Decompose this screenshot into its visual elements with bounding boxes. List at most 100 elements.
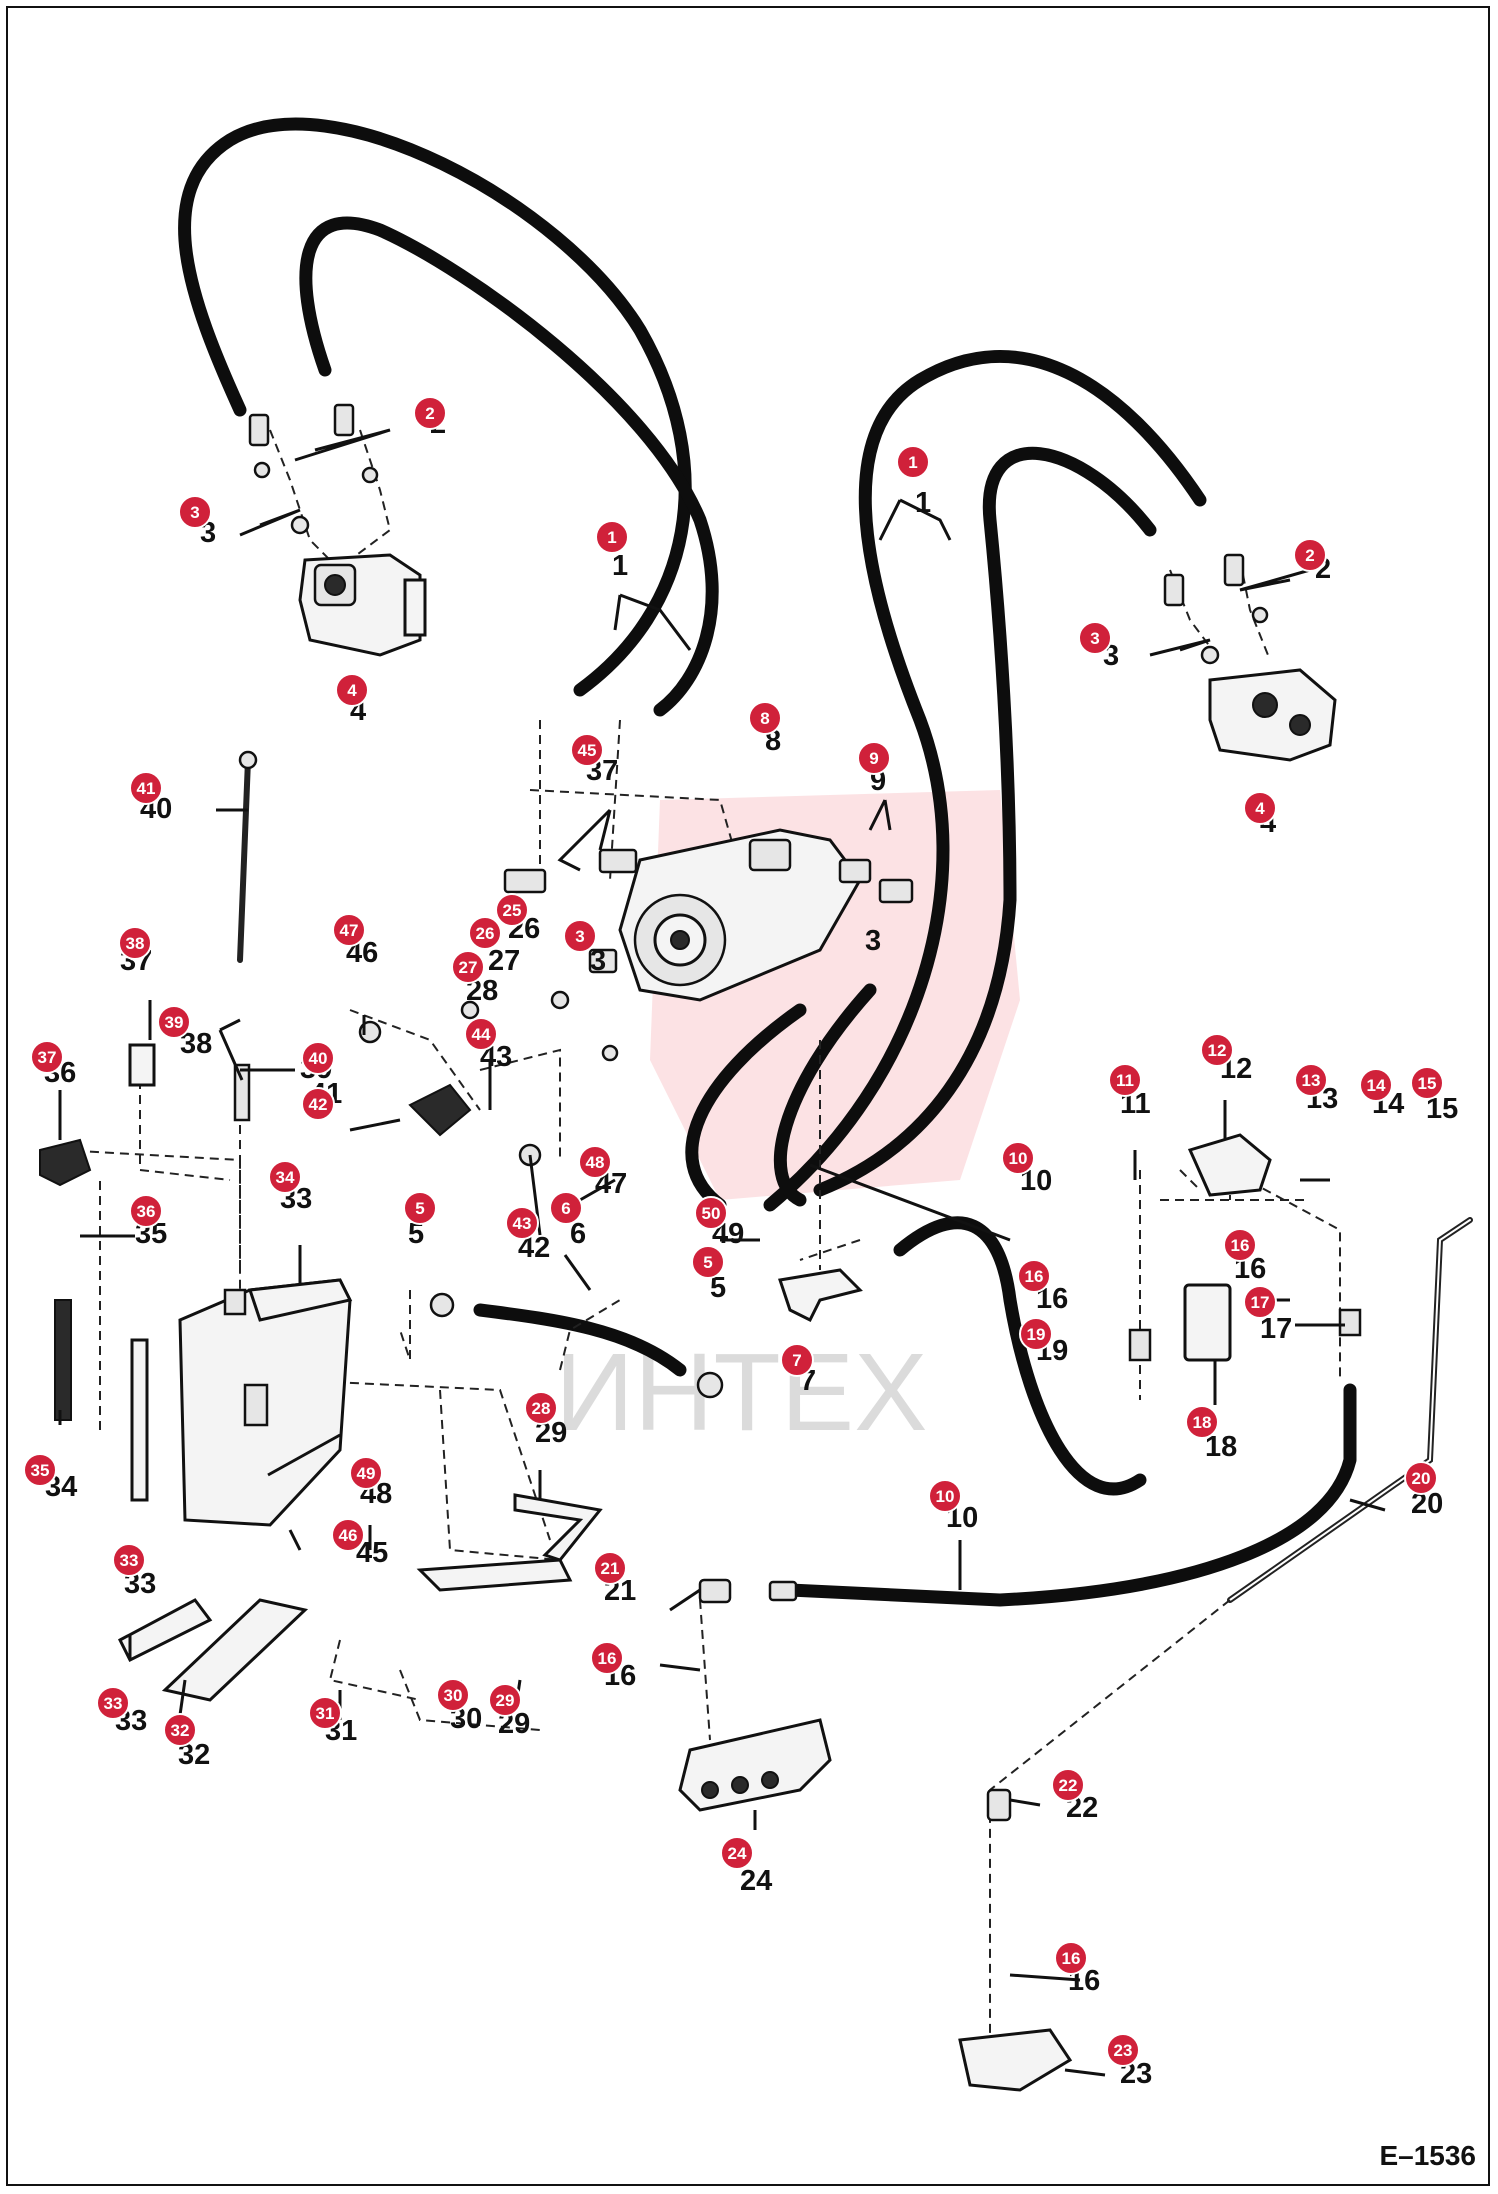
callout-dot xyxy=(495,893,529,927)
callout-34: 34 xyxy=(268,1160,302,1194)
callout-number: 50 xyxy=(702,1204,721,1223)
callout-10a: 10 xyxy=(1001,1141,1035,1175)
callout-dot xyxy=(1106,2033,1140,2067)
callout-dot xyxy=(1019,1317,1053,1351)
callout-16a: 16 xyxy=(1017,1259,1051,1293)
callout-markers: 1 1 2 2 3 3 3 4 4 5 5 6 7 8 9 10 10 11 1… xyxy=(23,396,1444,2067)
callout-14: 14 xyxy=(1359,1068,1393,1102)
label-6: 6 xyxy=(570,1218,586,1250)
callout-3c: 3 xyxy=(563,919,597,953)
callout-17: 17 xyxy=(1243,1285,1277,1319)
callout-15: 15 xyxy=(1410,1066,1444,1100)
callout-42: 42 xyxy=(301,1087,335,1121)
callout-dot xyxy=(896,445,930,479)
callout-6: 6 xyxy=(549,1191,583,1225)
callout-number: 40 xyxy=(309,1049,328,1068)
diagram-frame xyxy=(6,6,1490,2186)
callout-dot xyxy=(464,1017,498,1051)
callout-33a: 33 xyxy=(112,1543,146,1577)
callout-dot xyxy=(1294,1063,1328,1097)
callout-number: 4 xyxy=(1255,799,1265,818)
callout-number: 4 xyxy=(347,681,357,700)
callout-number: 9 xyxy=(869,749,878,768)
callout-number: 24 xyxy=(728,1844,747,1863)
callout-number: 16 xyxy=(1062,1949,1081,1968)
callout-number: 21 xyxy=(601,1559,620,1578)
callout-dot xyxy=(301,1041,335,1075)
callout-dot xyxy=(331,1518,365,1552)
callout-dot xyxy=(163,1713,197,1747)
callout-38: 38 xyxy=(118,926,152,960)
part-filter-head-12 xyxy=(1128,1133,1362,1362)
callout-dot xyxy=(1410,1066,1444,1100)
callout-number: 3 xyxy=(575,927,584,946)
part-motor-right xyxy=(1208,668,1337,762)
label-5-tank: 5 xyxy=(408,1218,424,1250)
callout-35: 35 xyxy=(23,1453,57,1487)
watermark-text: ИНТЕХ xyxy=(555,1331,927,1454)
callout-number: 12 xyxy=(1208,1041,1227,1060)
callout-26: 26 xyxy=(468,916,502,950)
callout-number: 23 xyxy=(1114,2041,1133,2060)
callout-number: 20 xyxy=(1412,1469,1431,1488)
part-strap-33 xyxy=(118,1338,213,1663)
label-1-left: 1 xyxy=(612,550,628,582)
callout-dot xyxy=(268,1160,302,1194)
callout-4a: 4 xyxy=(335,673,369,707)
part-dipstick-41 xyxy=(233,750,258,1122)
callout-dot xyxy=(1017,1259,1051,1293)
part-elbow-21 xyxy=(698,1578,798,1604)
callout-number: 42 xyxy=(309,1095,328,1114)
callout-44: 44 xyxy=(464,1017,498,1051)
callout-number: 48 xyxy=(586,1153,605,1172)
part-bracket-28 xyxy=(416,1493,603,1592)
callout-number: 45 xyxy=(578,741,597,760)
callout-32: 32 xyxy=(163,1713,197,1747)
callout-dot xyxy=(928,1479,962,1513)
callout-number: 16 xyxy=(1025,1267,1044,1286)
callout-number: 36 xyxy=(137,1202,156,1221)
callout-dot xyxy=(694,1196,728,1230)
callout-dot xyxy=(403,1191,437,1225)
callout-number: 8 xyxy=(760,709,769,728)
callout-3b: 3 xyxy=(1078,621,1112,655)
callout-16d: 16 xyxy=(1054,1941,1088,1975)
callout-number: 33 xyxy=(120,1551,139,1570)
callout-number: 35 xyxy=(31,1461,50,1480)
callout-number: 19 xyxy=(1027,1325,1046,1344)
callout-5a: 5 xyxy=(403,1191,437,1225)
part-fitting-tee-7 xyxy=(429,1268,863,1399)
callout-dot xyxy=(1108,1063,1142,1097)
callout-48: 48 xyxy=(578,1145,612,1179)
leader-lines xyxy=(58,428,1386,2077)
hoses xyxy=(178,117,1357,1607)
callout-number: 28 xyxy=(532,1399,551,1418)
callout-dot xyxy=(593,1551,627,1585)
callout-23: 23 xyxy=(1106,2033,1140,2067)
callout-number: 30 xyxy=(444,1686,463,1705)
callout-dot xyxy=(332,913,366,947)
callout-37: 37 xyxy=(30,1040,64,1074)
callout-22: 22 xyxy=(1051,1768,1085,1802)
callout-dot xyxy=(1185,1405,1219,1439)
label-3-pump-right: 3 xyxy=(865,925,881,957)
callout-number: 31 xyxy=(316,1704,335,1723)
callout-number: 14 xyxy=(1367,1076,1386,1095)
callout-dot xyxy=(30,1040,64,1074)
callout-dot xyxy=(549,1191,583,1225)
part-elbow-22 xyxy=(986,1788,1012,1822)
callout-number: 46 xyxy=(339,1526,358,1545)
callout-number: 2 xyxy=(1305,546,1314,565)
callout-dot xyxy=(308,1696,342,1730)
callout-dot xyxy=(335,673,369,707)
callout-number: 5 xyxy=(415,1199,424,1218)
callout-25: 25 xyxy=(495,893,529,927)
part-bracket-32 xyxy=(161,1598,309,1702)
callout-dot xyxy=(157,1005,191,1039)
callout-7: 7 xyxy=(780,1343,814,1377)
callout-24: 24 xyxy=(720,1836,754,1870)
callout-number: 3 xyxy=(1090,629,1099,648)
callout-number: 11 xyxy=(1116,1071,1134,1090)
callout-number: 25 xyxy=(503,901,522,920)
callout-dot xyxy=(748,701,782,735)
